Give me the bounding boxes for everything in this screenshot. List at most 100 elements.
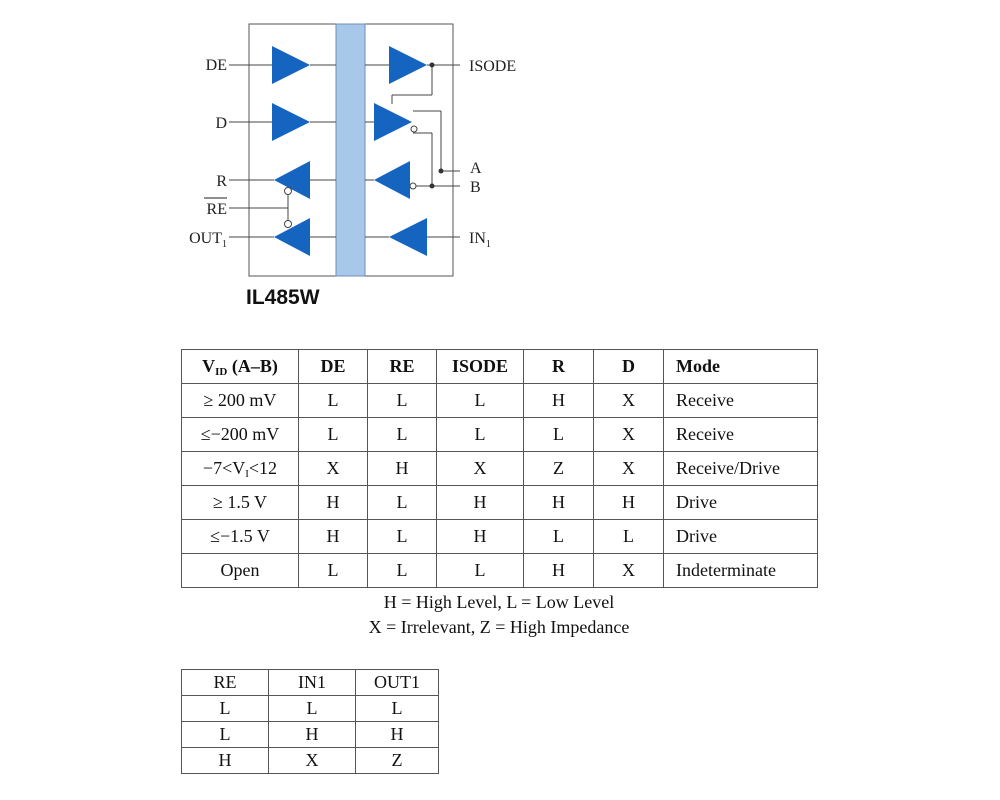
header-re: RE <box>181 669 269 696</box>
table-row: H X Z <box>181 747 439 774</box>
table-row: Open L L L H X Indeterminate <box>181 553 818 588</box>
header-isode: ISODE <box>436 349 524 384</box>
cell: H <box>593 485 664 520</box>
pin-label-de: DE <box>206 57 227 74</box>
cell: L <box>436 417 524 452</box>
table-row: ≤−1.5 V H L H L L Drive <box>181 519 818 554</box>
cell: X <box>593 553 664 588</box>
cell: ≤−200 mV <box>181 417 299 452</box>
table-row: L L L <box>181 695 439 722</box>
r-receiver-triangle <box>274 161 310 199</box>
cell: H <box>268 721 356 748</box>
isolation-barrier <box>335 23 366 277</box>
line-driver-triangle <box>374 103 412 141</box>
cell: X <box>593 417 664 452</box>
header-de: DE <box>298 349 368 384</box>
part-name: IL485W <box>246 286 320 309</box>
pin-label-out1: OUT1 <box>189 230 227 250</box>
header-r: R <box>523 349 594 384</box>
in1-receiver-triangle <box>389 218 427 256</box>
pin-label-b: B <box>470 179 481 196</box>
header-out1: OUT1 <box>355 669 439 696</box>
cell: H <box>436 519 524 554</box>
line-receiver-triangle <box>374 161 410 199</box>
receiver-truth-table: RE IN1 OUT1 L L L L H H H X Z <box>181 669 439 774</box>
cell: H <box>367 451 437 486</box>
cell: L <box>181 695 269 722</box>
line-receiver-bubble <box>409 182 417 190</box>
cell: L <box>268 695 356 722</box>
cell: Drive <box>663 485 818 520</box>
header-vid: VID (A–B) <box>181 349 299 384</box>
right-wiring <box>365 64 460 238</box>
cell: Receive <box>663 417 818 452</box>
cell: L <box>367 417 437 452</box>
cell: −7<VI<12 <box>181 451 299 486</box>
cell: L <box>298 383 368 418</box>
table-row: ≥ 1.5 V H L H H H Drive <box>181 485 818 520</box>
cell: L <box>523 417 594 452</box>
cell: H <box>298 485 368 520</box>
cell: Z <box>355 747 439 774</box>
cell: Open <box>181 553 299 588</box>
cell: Drive <box>663 519 818 554</box>
legend-note-symbols: X = Irrelevant, Z = High Impedance <box>368 617 630 637</box>
cell: X <box>593 451 664 486</box>
d-driver-triangle <box>272 103 310 141</box>
cell: L <box>367 519 437 554</box>
a-junction-dot <box>438 168 444 174</box>
cell: L <box>298 553 368 588</box>
line-driver-bubble <box>410 125 418 133</box>
header-d: D <box>593 349 664 384</box>
table-header-row: RE IN1 OUT1 <box>181 669 439 696</box>
table-row: ≥ 200 mV L L L H X Receive <box>181 383 818 418</box>
de-driver-triangle <box>272 46 310 84</box>
isode-junction-dot <box>429 62 435 68</box>
block-diagram: DE D R RE OUT1 ISODE A B IN1 <box>189 23 516 277</box>
table-header-row: VID (A–B) DE RE ISODE R D Mode <box>181 349 818 384</box>
cell: Receive/Drive <box>663 451 818 486</box>
cell: H <box>523 553 594 588</box>
pin-label-a: A <box>470 160 482 177</box>
table-row: −7<VI<12 X H X Z X Receive/Drive <box>181 451 818 486</box>
table-row: L H H <box>181 721 439 748</box>
cell: L <box>436 553 524 588</box>
cell: H <box>355 721 439 748</box>
cell: H <box>436 485 524 520</box>
out1-receiver-triangle <box>274 218 310 256</box>
cell: H <box>181 747 269 774</box>
header-mode: Mode <box>663 349 818 384</box>
b-junction-dot <box>429 183 435 189</box>
isode-driver-triangle <box>389 46 427 84</box>
re-enable-bubble-bottom <box>284 220 292 228</box>
table-row: ≤−200 mV L L L L X Receive <box>181 417 818 452</box>
cell: X <box>436 451 524 486</box>
cell: L <box>436 383 524 418</box>
header-re: RE <box>367 349 437 384</box>
cell: X <box>593 383 664 418</box>
cell: L <box>367 485 437 520</box>
pin-label-d: D <box>215 115 227 132</box>
cell: L <box>181 721 269 748</box>
cell: X <box>268 747 356 774</box>
cell: L <box>523 519 594 554</box>
legend-note-levels: H = High Level, L = Low Level <box>383 592 615 612</box>
cell: Z <box>523 451 594 486</box>
cell: X <box>298 451 368 486</box>
pin-label-isode: ISODE <box>469 58 516 75</box>
re-enable-bubble-top <box>284 187 292 195</box>
cell: Receive <box>663 383 818 418</box>
cell: L <box>593 519 664 554</box>
cell: ≥ 1.5 V <box>181 485 299 520</box>
pin-label-re: RE <box>207 201 227 218</box>
cell: L <box>355 695 439 722</box>
left-wiring <box>229 64 336 238</box>
pin-label-r: R <box>216 173 227 190</box>
cell: H <box>298 519 368 554</box>
cell: L <box>367 383 437 418</box>
cell: L <box>298 417 368 452</box>
pin-label-in1: IN1 <box>469 230 491 250</box>
cell: L <box>367 553 437 588</box>
cell: H <box>523 485 594 520</box>
header-in1: IN1 <box>268 669 356 696</box>
